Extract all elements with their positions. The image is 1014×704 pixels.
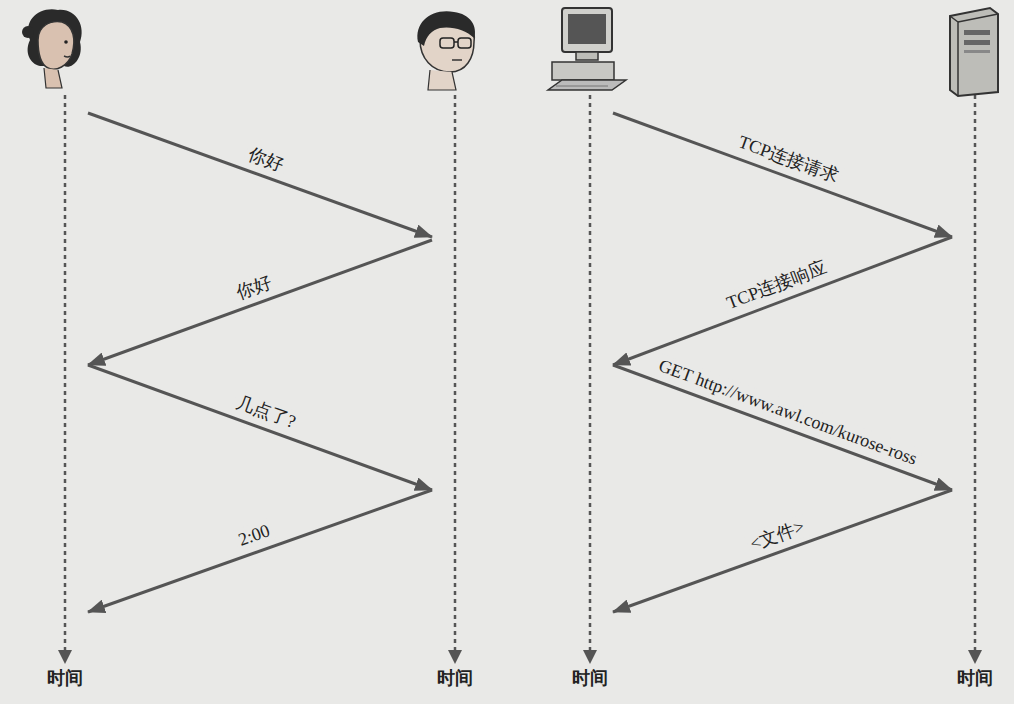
lifeline-head bbox=[448, 650, 462, 664]
server-icon bbox=[950, 8, 998, 96]
message-arrow bbox=[613, 365, 952, 490]
message-label: <文件> bbox=[744, 514, 810, 556]
lifeline bbox=[64, 95, 67, 652]
message-arrow bbox=[613, 113, 952, 237]
message-arrow bbox=[613, 490, 952, 612]
message-arrow bbox=[613, 237, 952, 365]
lifeline-head bbox=[583, 650, 597, 664]
lifeline bbox=[454, 95, 457, 652]
woman-icon bbox=[22, 9, 82, 88]
lifeline-node: 时间 bbox=[42, 96, 88, 694]
time-label: 时间 bbox=[45, 666, 85, 690]
lifeline-node: 时间 bbox=[952, 96, 998, 694]
lifeline bbox=[589, 95, 592, 652]
time-label: 时间 bbox=[435, 666, 475, 690]
man-icon bbox=[417, 11, 475, 90]
time-label: 时间 bbox=[570, 666, 610, 690]
message-label: 2:00 bbox=[233, 518, 276, 551]
message-arrow bbox=[88, 113, 432, 237]
lifeline-node: 时间 bbox=[567, 96, 613, 694]
message-label: GET http://www.awl.com/kurose-ross bbox=[653, 353, 923, 471]
message-label: TCP连接响应 bbox=[721, 255, 833, 315]
time-label: 时间 bbox=[955, 666, 995, 690]
message-arrow bbox=[88, 490, 432, 612]
message-arrow bbox=[88, 240, 432, 365]
message-label: 你好 bbox=[231, 269, 278, 304]
lifeline-head bbox=[968, 650, 982, 664]
lifeline-node: 时间 bbox=[432, 96, 478, 694]
message-label: 你好 bbox=[242, 142, 289, 177]
computer-icon bbox=[548, 8, 626, 90]
message-label: 几点了? bbox=[230, 390, 301, 434]
message-arrow bbox=[88, 365, 432, 490]
message-label: TCP连接请求 bbox=[732, 130, 844, 189]
lifeline bbox=[974, 95, 977, 652]
lifeline-head bbox=[58, 650, 72, 664]
